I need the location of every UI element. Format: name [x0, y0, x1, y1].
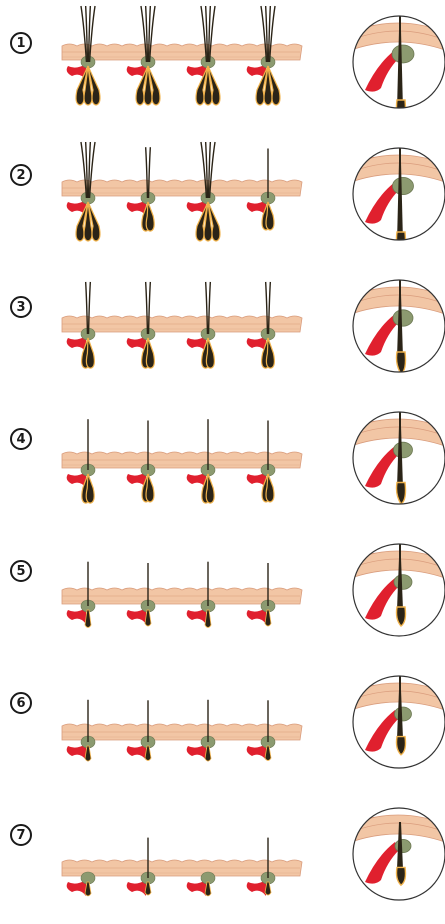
stage-number: 4 [10, 428, 32, 450]
stage-row: 3 [0, 264, 445, 396]
stage-row: 1 [0, 0, 445, 132]
zoom-content [351, 142, 445, 258]
stage-illustration [40, 792, 300, 922]
stage-illustration [40, 132, 300, 262]
stage-illustration [40, 264, 300, 394]
zoom-sebaceous-gland [395, 839, 411, 852]
hair-bulb [146, 338, 154, 368]
hair-bulb [266, 474, 274, 502]
stage-number: 3 [10, 296, 32, 318]
hair-bulb [206, 474, 214, 503]
hair-bulb [86, 338, 94, 368]
stage-number: 6 [10, 692, 32, 714]
stage-row: 2 [0, 132, 445, 264]
zoom-content [351, 538, 445, 648]
zoom-circle [351, 538, 445, 648]
hair-bulb [86, 474, 94, 503]
zoom-hair-bulb [397, 232, 406, 258]
hair-bulb [146, 474, 154, 502]
zoom-sebaceous-gland [393, 310, 413, 326]
zoom-sebaceous-gland [394, 442, 413, 458]
zoom-content [351, 274, 445, 384]
zoom-circle [351, 142, 445, 252]
stage-row: 5 [0, 528, 445, 660]
stage-illustration [40, 528, 300, 658]
stage-illustration [40, 396, 300, 526]
zoom-content [351, 802, 445, 912]
stage-illustration [40, 660, 300, 790]
zoom-content [351, 10, 445, 126]
zoom-circle [351, 406, 445, 516]
stage-number: 5 [10, 560, 32, 582]
hair-bulb [266, 338, 274, 368]
zoom-circle [351, 670, 445, 780]
zoom-circle [351, 802, 445, 912]
zoom-hair-bulb [397, 100, 406, 126]
zoom-sebaceous-gland [394, 575, 412, 590]
hair-bulb [266, 202, 274, 230]
hair-bulb [206, 338, 214, 368]
zoom-sebaceous-gland [392, 45, 414, 63]
stage-row: 7 [0, 792, 445, 924]
zoom-sebaceous-gland [393, 177, 414, 194]
stage-number: 1 [10, 32, 32, 54]
stage-row: 4 [0, 396, 445, 528]
zoom-sebaceous-gland [395, 707, 412, 721]
hair-bulb [146, 202, 154, 231]
stage-illustration [40, 0, 300, 130]
zoom-circle [351, 274, 445, 384]
zoom-content [351, 406, 445, 516]
zoom-circle [351, 10, 445, 120]
stage-row: 6 [0, 660, 445, 792]
stage-number: 7 [10, 824, 32, 846]
zoom-content [351, 670, 445, 780]
stage-number: 2 [10, 164, 32, 186]
